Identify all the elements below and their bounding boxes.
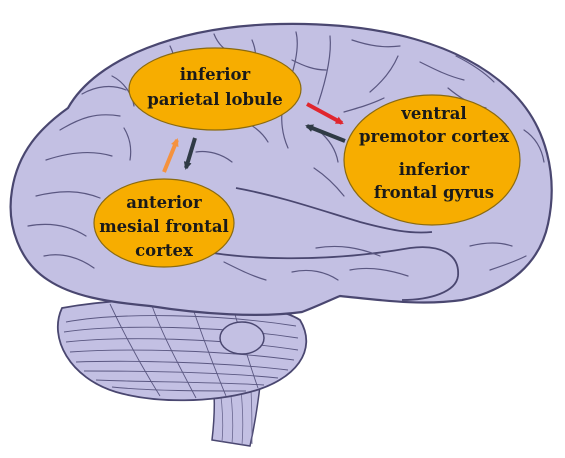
- pons: [220, 322, 264, 354]
- label-premotor-line3: inferior: [399, 160, 470, 179]
- label-frontal-line2: mesial frontal: [99, 217, 229, 236]
- label-premotor-line1: ventral: [400, 104, 466, 123]
- label-parietal-line2: parietal lobule: [147, 90, 283, 109]
- region-inferior-parietal-lobule: [129, 48, 301, 130]
- label-premotor-line2: premotor cortex: [359, 127, 509, 146]
- label-frontal-line1: anterior: [126, 193, 202, 212]
- label-parietal-line1: inferior: [180, 65, 251, 84]
- label-frontal-line3: cortex: [135, 241, 193, 260]
- label-premotor-line4: frontal gyrus: [374, 183, 494, 202]
